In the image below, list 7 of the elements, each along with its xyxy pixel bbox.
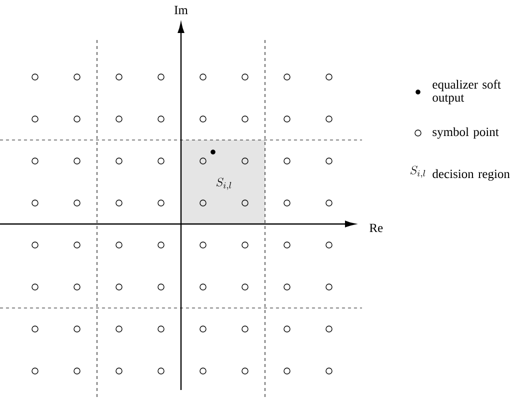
legend-text: equalizer soft output xyxy=(432,80,501,104)
region-label: $S_{i,l}$ xyxy=(216,178,232,190)
legend-text: decision region xyxy=(432,169,510,181)
axis-label: Re xyxy=(370,224,383,232)
legend-symbol: $S_{i,l}$ xyxy=(410,166,426,178)
legend-text: symbol point xyxy=(432,127,499,139)
axis-label: Im xyxy=(174,6,188,14)
